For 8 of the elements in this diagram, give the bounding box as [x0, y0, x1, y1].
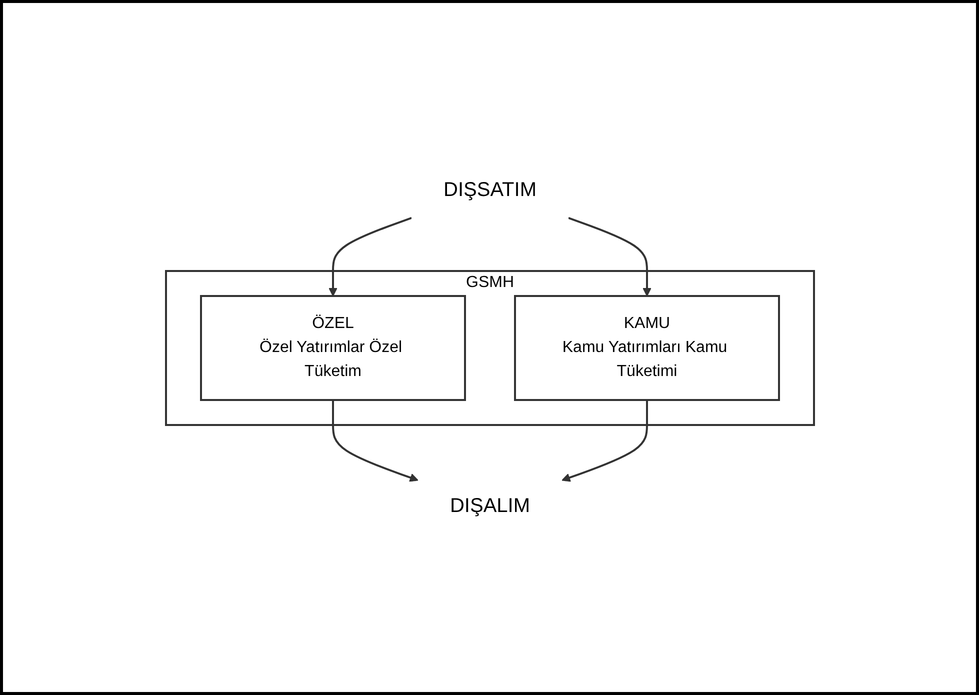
arrow — [332, 400, 418, 482]
arrow — [561, 400, 648, 482]
arrow — [568, 216, 651, 296]
arrow — [328, 216, 412, 296]
node-box: ÖZEL Özel Yatırımlar Özel Tüketim — [200, 294, 466, 400]
node-text: DIŞSATIM — [443, 178, 536, 200]
node-box: KAMU Kamu Yatırımları Kamu Tüketimi — [514, 294, 780, 400]
node-text: DIŞALIM — [449, 494, 530, 516]
